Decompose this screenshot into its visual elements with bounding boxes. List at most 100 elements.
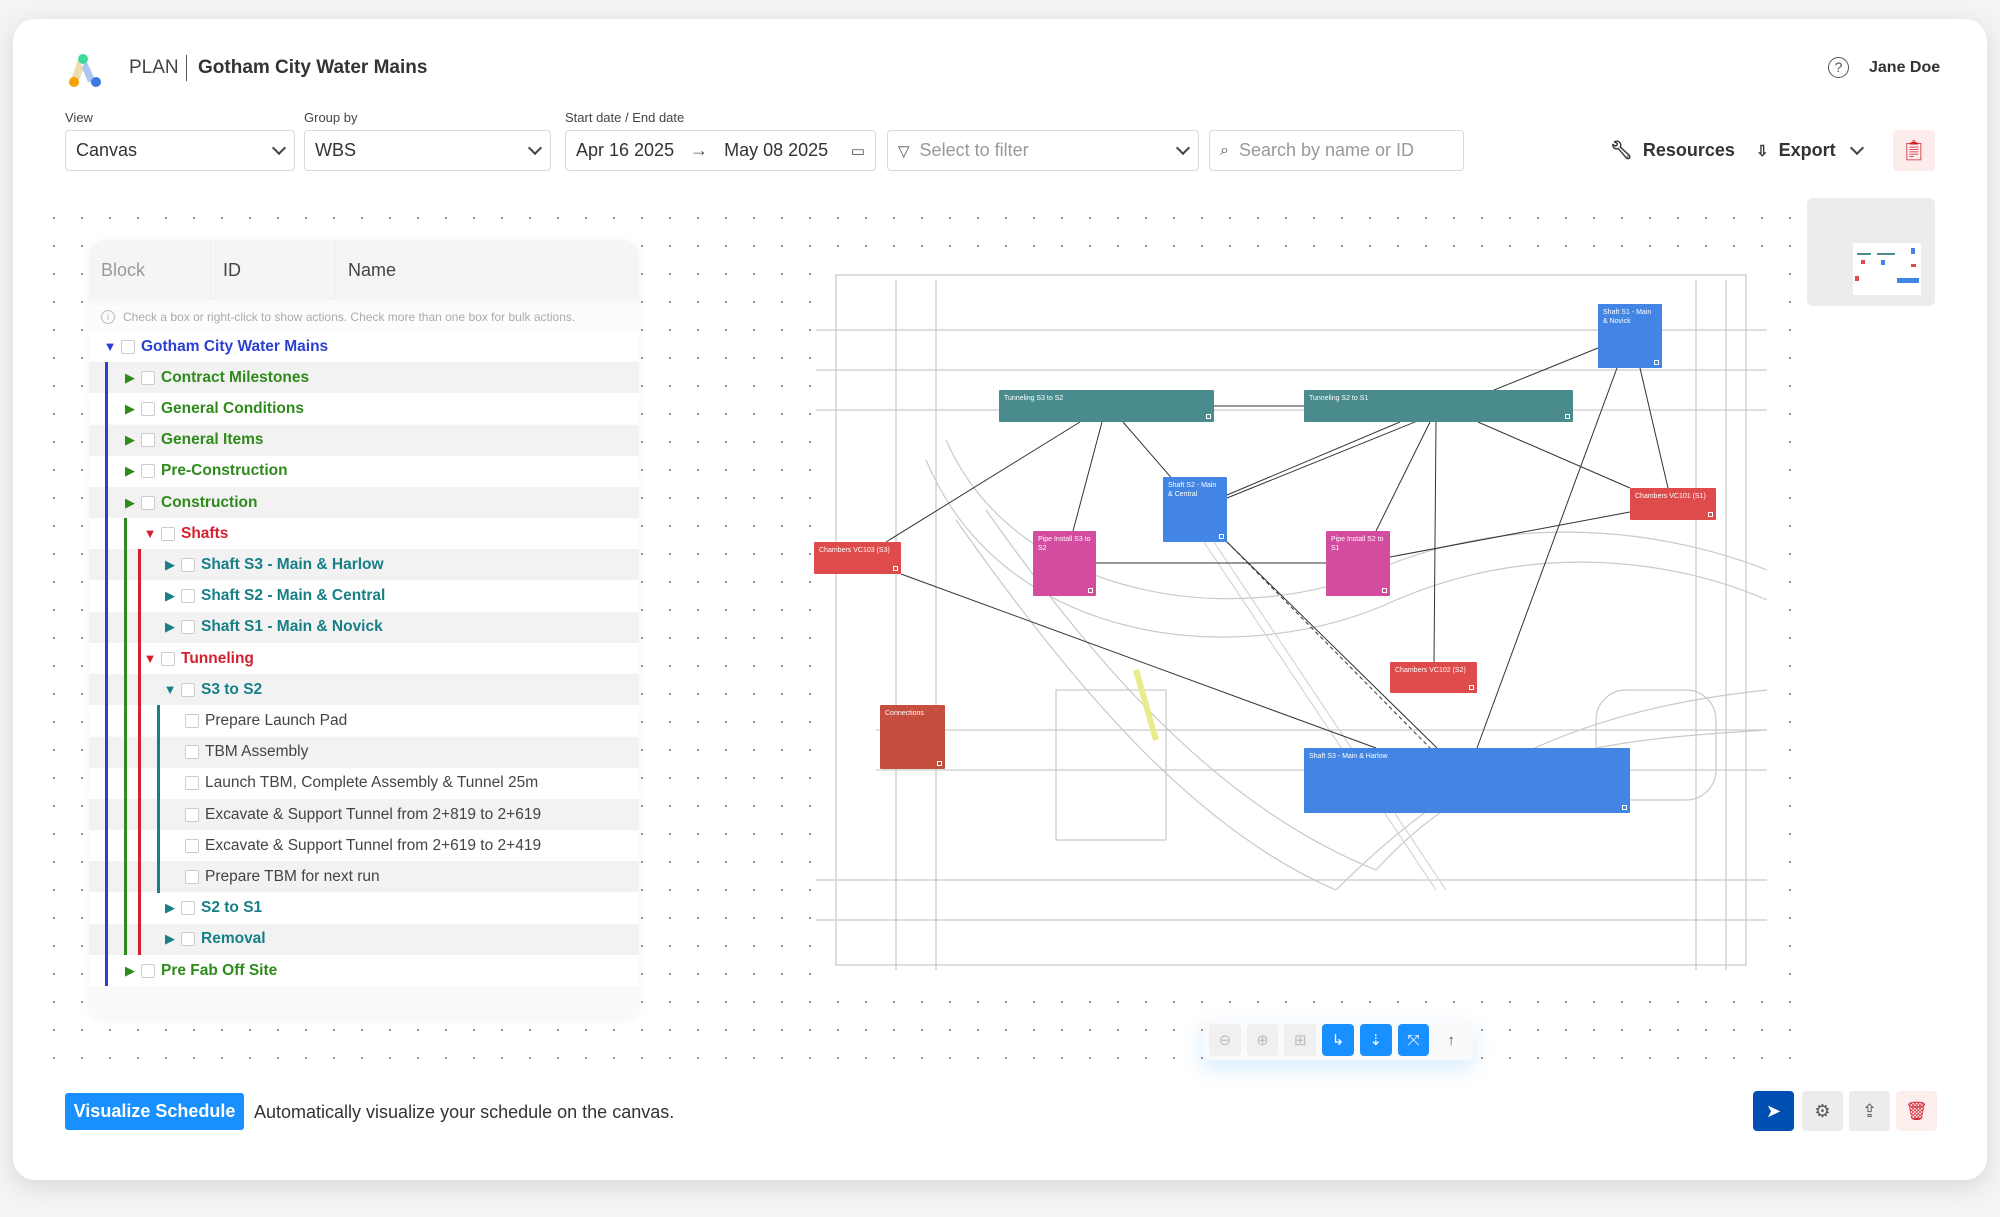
date-range-picker[interactable]: Apr 16 2025 → May 08 2025 ▭ <box>565 130 876 171</box>
drag-handle-icon[interactable] <box>937 761 942 766</box>
column-block[interactable]: Block <box>89 240 211 300</box>
grid-button[interactable]: ⊞ <box>1284 1024 1317 1056</box>
tree-row[interactable]: ▶Shaft S1 - Main & Novick <box>89 611 639 643</box>
row-checkbox[interactable] <box>141 495 155 510</box>
tree-row[interactable]: ▶Contract Milestones <box>89 362 639 394</box>
row-checkbox[interactable] <box>141 464 155 479</box>
row-checkbox[interactable] <box>185 776 199 791</box>
caret-right-icon[interactable]: ▶ <box>125 494 135 510</box>
tree-row[interactable]: Prepare TBM for next run <box>89 861 639 893</box>
row-checkbox[interactable] <box>181 932 195 947</box>
canvas-node[interactable]: Shaft S2 - Main & Central <box>1163 477 1227 542</box>
zoom-out-button[interactable]: ⊖ <box>1209 1024 1241 1056</box>
canvas-node[interactable]: Tunneling S3 to S2 <box>999 390 1214 422</box>
caret-down-icon[interactable]: ▼ <box>143 526 157 542</box>
drag-handle-icon[interactable] <box>1622 805 1627 810</box>
row-checkbox[interactable] <box>185 838 199 853</box>
row-checkbox[interactable] <box>181 589 195 604</box>
caret-right-icon[interactable]: ▶ <box>125 463 135 479</box>
arrow-up-button[interactable]: ↑ <box>1435 1024 1467 1056</box>
row-checkbox[interactable] <box>181 901 195 916</box>
minimap[interactable] <box>1807 198 1935 306</box>
export-button[interactable]: ⇩Export <box>1744 130 1874 171</box>
caret-right-icon[interactable]: ▶ <box>125 432 135 448</box>
canvas-node[interactable]: Chambers VC102 (S2) <box>1390 662 1477 693</box>
row-checkbox[interactable] <box>185 713 199 728</box>
row-checkbox[interactable] <box>181 620 195 635</box>
canvas-node[interactable]: Connections <box>880 705 945 769</box>
group-by-select[interactable]: WBS <box>304 130 551 171</box>
drag-handle-icon[interactable] <box>1469 685 1474 690</box>
canvas-node[interactable]: Shaft S3 - Main & Harlow <box>1304 748 1630 813</box>
zoom-in-button[interactable]: ⊕ <box>1246 1024 1279 1056</box>
visualize-schedule-button[interactable]: Visualize Schedule <box>65 1093 244 1130</box>
tree-row[interactable]: TBM Assembly <box>89 736 639 768</box>
select-tool-button[interactable]: ➤ <box>1753 1091 1794 1131</box>
tree-row[interactable]: ▶Removal <box>89 923 639 955</box>
row-checkbox[interactable] <box>161 526 175 541</box>
drag-handle-icon[interactable] <box>893 566 898 571</box>
caret-down-icon[interactable]: ▼ <box>143 651 157 666</box>
canvas-node[interactable]: Pipe Install S3 to S2 <box>1033 531 1096 596</box>
row-checkbox[interactable] <box>121 339 135 354</box>
clipboard-edit-button[interactable]: 📋︎ <box>1893 130 1935 171</box>
caret-right-icon[interactable]: ▶ <box>165 588 175 604</box>
row-checkbox[interactable] <box>185 807 199 822</box>
filter-select[interactable]: ▽ Select to filter <box>887 130 1199 171</box>
tree-row[interactable]: ▶Pre-Construction <box>89 455 639 487</box>
caret-right-icon[interactable]: ▶ <box>165 931 175 947</box>
tree-row[interactable]: Excavate & Support Tunnel from 2+619 to … <box>89 830 639 862</box>
drag-handle-icon[interactable] <box>1708 512 1713 517</box>
tree-row[interactable]: Excavate & Support Tunnel from 2+819 to … <box>89 799 639 830</box>
row-checkbox[interactable] <box>141 401 155 416</box>
row-checkbox[interactable] <box>185 745 199 760</box>
column-id[interactable]: ID <box>211 240 336 300</box>
start-date[interactable]: Apr 16 2025 <box>576 140 675 160</box>
end-date[interactable]: May 08 2025 <box>724 140 829 160</box>
caret-right-icon[interactable]: ▶ <box>125 962 135 978</box>
canvas-node[interactable]: Tunneling S2 to S1 <box>1304 390 1573 422</box>
tree-row[interactable]: ▼Shafts <box>89 518 639 550</box>
tree-row[interactable]: ▶General Items <box>89 424 639 456</box>
row-checkbox[interactable] <box>141 370 155 385</box>
drag-handle-icon[interactable] <box>1382 588 1387 593</box>
tree-row[interactable]: ▼Tunneling <box>89 643 639 674</box>
caret-right-icon[interactable]: ▶ <box>165 556 175 572</box>
collapse-button[interactable]: ⤧ <box>1397 1024 1430 1056</box>
caret-down-icon[interactable]: ▼ <box>163 682 177 698</box>
view-select[interactable]: Canvas <box>65 130 295 171</box>
canvas-node[interactable]: Shaft S1 - Main & Novick <box>1598 304 1662 368</box>
user-name[interactable]: Jane Doe <box>1869 59 1941 76</box>
drag-handle-icon[interactable] <box>1206 414 1211 419</box>
tree-row[interactable]: ▶Shaft S2 - Main & Central <box>89 580 639 612</box>
dashed-connector-button[interactable]: ⇣ <box>1359 1024 1392 1056</box>
column-name[interactable]: Name <box>348 259 397 280</box>
caret-down-icon[interactable]: ▼ <box>103 339 117 354</box>
drag-handle-icon[interactable] <box>1219 534 1224 539</box>
drag-handle-icon[interactable] <box>1654 360 1659 365</box>
drag-handle-icon[interactable] <box>1565 414 1570 419</box>
tree-row[interactable]: ▼S3 to S2 <box>89 674 639 706</box>
row-checkbox[interactable] <box>181 557 195 572</box>
connector-button[interactable]: ↳ <box>1322 1024 1354 1056</box>
row-checkbox[interactable] <box>185 869 199 884</box>
tree-row[interactable]: Prepare Launch Pad <box>89 705 639 737</box>
caret-right-icon[interactable]: ▶ <box>165 900 175 916</box>
delete-button[interactable]: 🗑︎ <box>1896 1091 1937 1131</box>
tree-row[interactable]: ▶Pre Fab Off Site <box>89 955 639 986</box>
search-input[interactable]: ⌕ Search by name or ID <box>1209 130 1464 171</box>
row-checkbox[interactable] <box>141 433 155 448</box>
tree-row[interactable]: Launch TBM, Complete Assembly & Tunnel 2… <box>89 767 639 799</box>
tree-row[interactable]: ▶Shaft S3 - Main & Harlow <box>89 549 639 581</box>
caret-right-icon[interactable]: ▶ <box>125 400 135 416</box>
caret-right-icon[interactable]: ▶ <box>165 619 175 635</box>
settings-button[interactable]: ⚙ <box>1802 1091 1843 1131</box>
tree-row[interactable]: ▶General Conditions <box>89 393 639 425</box>
canvas-node[interactable]: Pipe Install S2 to S1 <box>1326 531 1390 596</box>
row-checkbox[interactable] <box>141 963 155 978</box>
resources-button[interactable]: 🔧︎Resources <box>1598 130 1747 171</box>
tree-row[interactable]: ▶Construction <box>89 487 639 518</box>
canvas-node[interactable]: Chambers VC101 (S1) <box>1630 488 1716 520</box>
canvas-node[interactable]: Chambers VC103 (S3) <box>814 542 901 574</box>
tree-row[interactable]: ▶S2 to S1 <box>89 892 639 924</box>
